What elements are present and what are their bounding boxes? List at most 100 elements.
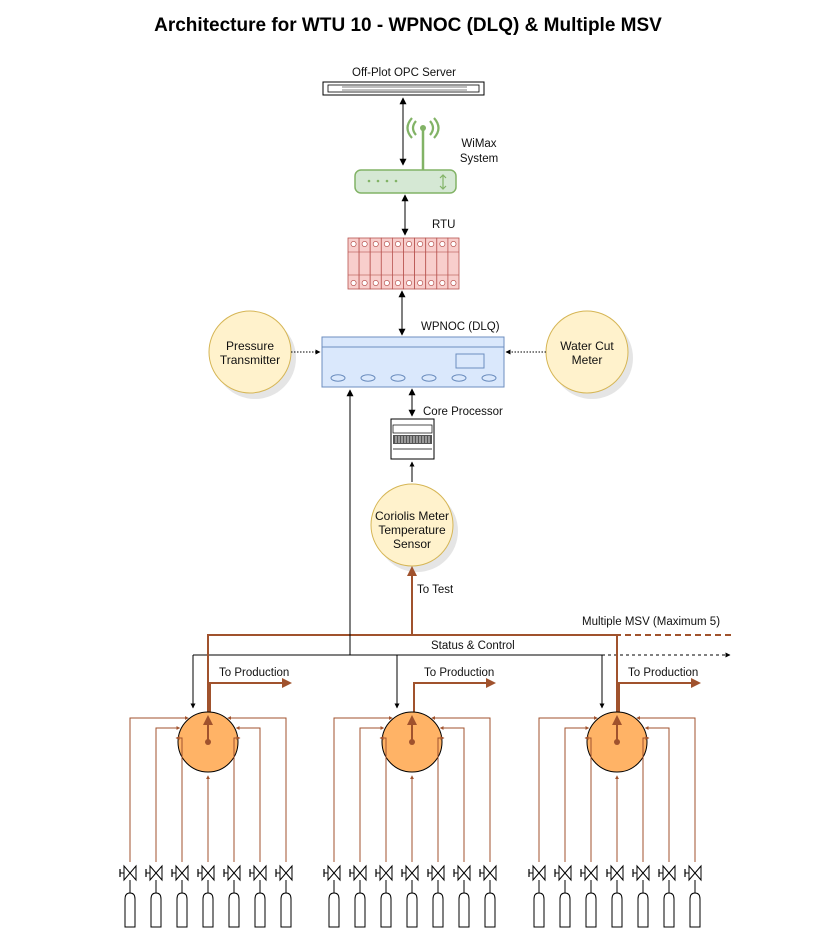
well-tube xyxy=(585,892,597,928)
rtu-module xyxy=(403,237,416,290)
msv-group xyxy=(119,635,293,928)
well-flowline xyxy=(642,736,650,862)
well-flowline xyxy=(644,726,670,862)
well-flowline xyxy=(359,726,385,862)
well-valve xyxy=(584,864,598,882)
status-control-label: Status & Control xyxy=(431,640,515,652)
well-tube xyxy=(254,892,266,928)
msv-group xyxy=(528,635,702,928)
to-production-label-1: To Production xyxy=(219,667,289,679)
well-flowline xyxy=(233,736,241,862)
well-flowline xyxy=(564,726,590,862)
wellhead xyxy=(606,775,624,928)
wellhead xyxy=(235,726,267,928)
well-tube xyxy=(124,892,136,928)
well-valve xyxy=(610,864,624,882)
well-valve xyxy=(227,864,241,882)
well-flowline xyxy=(235,726,261,862)
watercut-label-line2: Meter xyxy=(572,353,603,367)
well-flowline xyxy=(439,726,465,862)
watercut-label-line1: Water Cut xyxy=(560,339,614,353)
wellhead xyxy=(119,716,189,928)
wellhead xyxy=(528,716,598,928)
well-tube xyxy=(176,892,188,928)
well-flowline xyxy=(636,716,696,862)
well-tube xyxy=(354,892,366,928)
well-valve xyxy=(253,864,267,882)
well-tube xyxy=(150,892,162,928)
pressure-transmitter xyxy=(208,310,296,399)
coriolis-label-line2: Temperature xyxy=(378,523,446,537)
well-flowline xyxy=(437,736,445,862)
msv-production-outlet xyxy=(209,678,292,715)
pressure-label-line1: Pressure xyxy=(226,339,274,353)
coriolis-label-line1: Coriolis Meter xyxy=(375,509,449,523)
rtu-module xyxy=(369,237,382,290)
well-valve xyxy=(123,864,137,882)
well-flowline xyxy=(379,736,387,862)
well-tube xyxy=(559,892,571,928)
well-valve xyxy=(379,864,393,882)
wellhead xyxy=(427,736,445,928)
rtu-module xyxy=(414,237,427,290)
well-flowline xyxy=(227,716,287,862)
well-valve xyxy=(636,864,650,882)
well-tube xyxy=(637,892,649,928)
multiple-msv-label: Multiple MSV (Maximum 5) xyxy=(582,616,720,628)
well-tube xyxy=(228,892,240,928)
wpnoc-controller xyxy=(321,336,505,388)
well-flowline xyxy=(129,716,189,862)
wellhead xyxy=(554,726,590,928)
wellhead xyxy=(171,736,189,928)
well-tube xyxy=(202,892,214,928)
wimax-label-line2: System xyxy=(460,153,498,165)
well-valve xyxy=(405,864,419,882)
wpnoc-label: WPNOC (DLQ) xyxy=(421,321,500,333)
core-processor xyxy=(390,418,435,460)
rtu-rack xyxy=(347,237,460,290)
well-valve xyxy=(558,864,572,882)
to-production-label-2: To Production xyxy=(424,667,494,679)
wellhead xyxy=(401,775,419,928)
wellhead xyxy=(636,716,702,928)
wimax-label-line1: WiMax xyxy=(461,138,496,150)
wellhead xyxy=(431,716,497,928)
well-valve xyxy=(431,864,445,882)
well-tube xyxy=(663,892,675,928)
water-cut-meter xyxy=(545,310,633,399)
wellhead xyxy=(145,726,181,928)
wimax-router xyxy=(354,117,457,194)
msv-production-outlet xyxy=(618,678,701,715)
well-flowline xyxy=(538,716,598,862)
well-valve xyxy=(201,864,215,882)
rtu-module xyxy=(447,237,460,290)
well-valve xyxy=(327,864,341,882)
well-valve xyxy=(662,864,676,882)
to-test-label: To Test xyxy=(417,584,454,596)
well-valve xyxy=(353,864,367,882)
well-tube xyxy=(328,892,340,928)
to-production-label-3: To Production xyxy=(628,667,698,679)
msv-production-outlet xyxy=(413,678,496,715)
well-tube xyxy=(611,892,623,928)
well-tube xyxy=(380,892,392,928)
well-tube xyxy=(689,892,701,928)
msv-group xyxy=(323,655,497,928)
wellhead xyxy=(632,736,650,928)
well-tube xyxy=(280,892,292,928)
well-valve xyxy=(149,864,163,882)
well-tube xyxy=(458,892,470,928)
rtu-module xyxy=(347,237,360,290)
wellhead xyxy=(197,775,215,928)
well-valve xyxy=(279,864,293,882)
rtu-module xyxy=(380,237,393,290)
wellhead xyxy=(439,726,471,928)
wellhead xyxy=(323,716,393,928)
well-flowline xyxy=(155,726,181,862)
well-flowline xyxy=(333,716,393,862)
well-valve xyxy=(175,864,189,882)
well-tube xyxy=(432,892,444,928)
well-tube xyxy=(406,892,418,928)
well-valve xyxy=(457,864,471,882)
